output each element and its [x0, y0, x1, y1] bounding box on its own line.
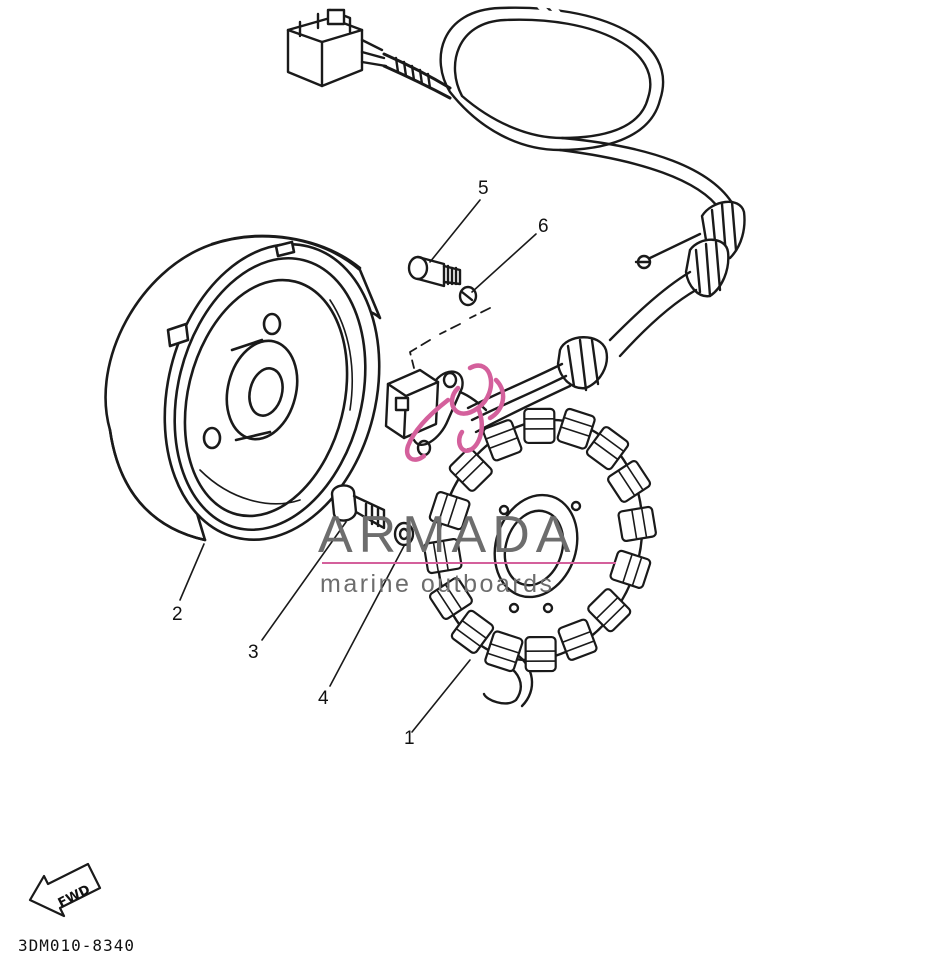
leader-lines — [179, 199, 537, 733]
harness-grommet-lower — [684, 238, 730, 298]
bolt-item-5 — [407, 255, 462, 288]
stator-coil-pole — [556, 407, 596, 450]
bolt-item-3 — [330, 484, 386, 530]
drawing-code: 3DM010-8340 — [18, 936, 135, 954]
stator-coil-pole — [423, 537, 463, 575]
stator-coil-pole — [428, 577, 473, 620]
stator-coil-pole — [484, 630, 524, 673]
stator-coil-pole — [450, 609, 495, 654]
callout-6: 6 — [538, 216, 549, 237]
washer-item-4 — [393, 521, 415, 547]
stator-coil-pole — [557, 618, 598, 661]
wire-harness — [286, 3, 746, 434]
stator-coil-pole — [609, 549, 652, 589]
stator-coil-pole — [524, 635, 557, 673]
stator-grommet — [556, 336, 609, 392]
callout-1: 1 — [404, 728, 415, 749]
armada-watermark: ARMADA marine outboards — [318, 363, 616, 598]
watermark-logo-mark — [404, 363, 506, 462]
stator-coil-pole — [523, 407, 556, 445]
washer-item-6 — [458, 285, 478, 307]
stator-coil-pole — [448, 447, 493, 492]
fwd-direction-arrow: FWD — [28, 862, 102, 918]
callout-labels: 1 2 3 4 5 6 — [172, 178, 549, 749]
flywheel-rotor — [104, 234, 382, 542]
fwd-label: FWD — [56, 882, 93, 911]
stator-coil-pole — [587, 588, 632, 633]
harness-connector — [286, 8, 388, 88]
stator-coil-pole — [428, 491, 471, 531]
stator-coil-pole — [482, 419, 523, 462]
callout-2: 2 — [172, 604, 183, 625]
stator-coil-pole — [585, 426, 630, 471]
callout-5: 5 — [478, 178, 489, 199]
callout-4: 4 — [318, 688, 329, 709]
watermark-brand: ARMADA — [318, 506, 576, 564]
stator-coil-pole — [607, 460, 652, 503]
watermark-tagline: marine outboards — [320, 570, 555, 598]
callout-3: 3 — [248, 642, 259, 663]
stator-poles — [423, 407, 657, 673]
stator-assembly — [423, 407, 657, 708]
stator-coil-pole — [617, 505, 657, 543]
